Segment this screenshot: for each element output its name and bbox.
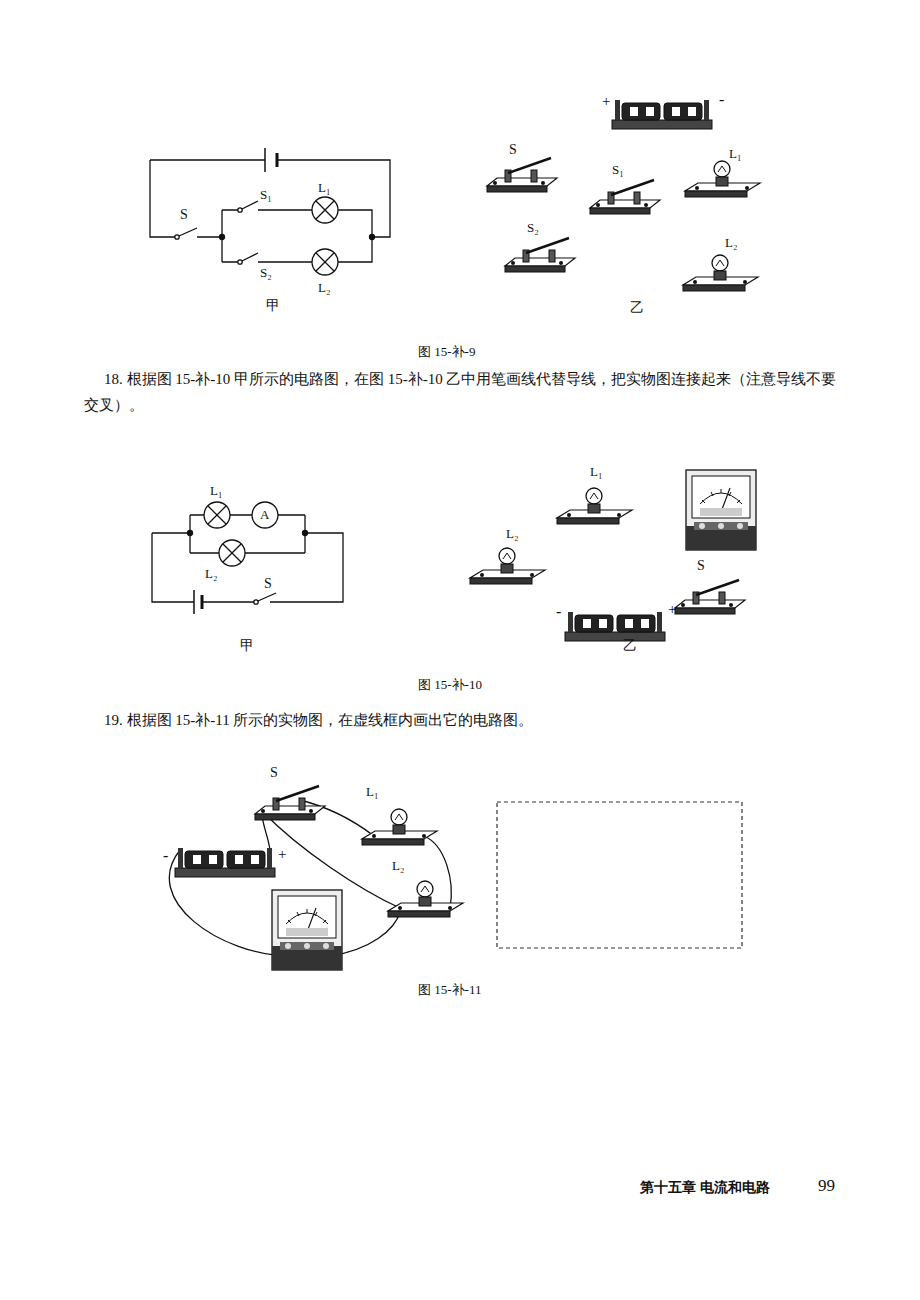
figure-caption: 图 15-补-11 xyxy=(418,982,481,998)
terminal-sign: - xyxy=(719,90,724,109)
figure-part-label: 甲 xyxy=(240,638,254,655)
lamp-label: L₂ xyxy=(318,280,330,296)
switch-label: S₂ xyxy=(260,265,272,281)
lamp-label: L₂ xyxy=(205,566,217,582)
switch-label: S₁ xyxy=(260,187,272,203)
lamp-label: L₁ xyxy=(366,784,378,800)
figure-part-label: 乙 xyxy=(623,638,637,655)
switch-label: S xyxy=(270,765,278,782)
question-text: 19. 根据图 15-补-11 所示的实物图，在虚线框内画出它的电路图。 xyxy=(104,711,533,729)
lamp-label: L₂ xyxy=(725,235,737,251)
question-text: 18. 根据图 15-补-10 甲所示的电路图，在图 15-补-10 乙中用笔画… xyxy=(84,366,844,419)
lamp-label: L₂ xyxy=(392,858,404,874)
lamp-label: L₂ xyxy=(506,526,518,542)
terminal-sign: - xyxy=(163,846,168,865)
figure-part-label: 甲 xyxy=(266,298,280,315)
lamp-label: L₁ xyxy=(210,483,222,499)
terminal-sign: + xyxy=(602,92,610,110)
figure-part-label: 乙 xyxy=(630,300,644,317)
chapter-footer: 第十五章 电流和电路 xyxy=(640,1180,770,1197)
switch-label: S xyxy=(697,558,705,575)
ammeter-label: A xyxy=(260,507,269,523)
terminal-sign: + xyxy=(668,600,676,618)
terminal-sign: - xyxy=(556,602,561,621)
switch-label: S₂ xyxy=(527,220,539,236)
switch-label: S₁ xyxy=(612,162,624,178)
figure-caption: 图 15-补-9 xyxy=(418,344,475,360)
lamp-label: L₁ xyxy=(729,146,741,162)
lamp-label: L₁ xyxy=(318,180,330,196)
page-number: 99 xyxy=(818,1176,835,1196)
figure-caption: 图 15-补-10 xyxy=(418,677,482,693)
switch-label: S xyxy=(264,576,272,593)
switch-label: S xyxy=(509,142,517,159)
terminal-sign: + xyxy=(278,845,286,863)
switch-label: S xyxy=(180,207,188,224)
lamp-label: L₁ xyxy=(590,464,602,480)
